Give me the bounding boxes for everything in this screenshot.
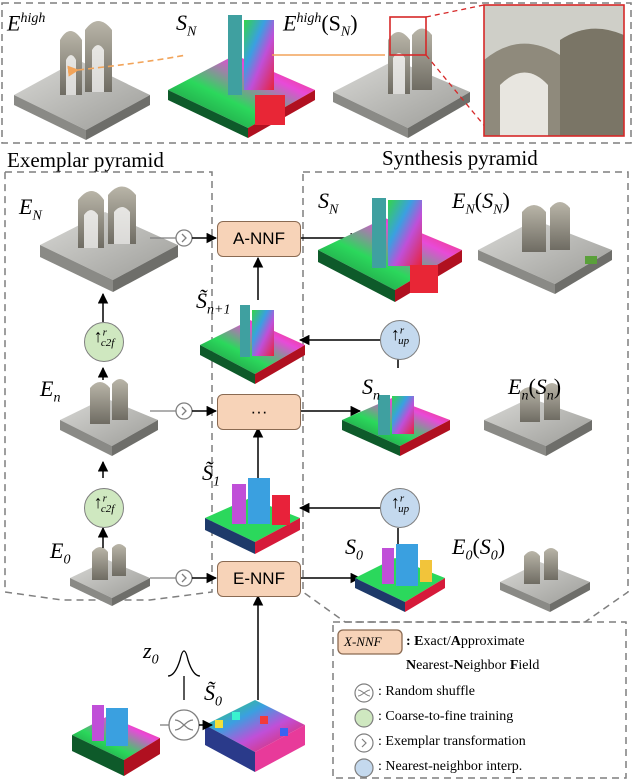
legend-interp-icon [354,758,374,778]
intermediate-thumb-0 [205,700,305,772]
synth-result-label-N: EN(SN) [452,188,510,218]
transform-icon-top [150,229,218,247]
exemplar-pyramid-title: Exemplar pyramid [7,148,164,172]
noise-curve [167,650,201,677]
up-label-lower: ↑rup [390,492,410,516]
label-exemplar-high: Ehigh [7,10,46,36]
intermediate-thumb-1 [205,478,300,554]
c2f-operator-upper [84,322,124,362]
exemplar-label-N: EN [19,194,42,224]
legend-transform-icon [354,733,374,753]
label-result-top: Ehigh(SN) [283,10,358,40]
intermediate-label-0: S̃0 [204,680,222,710]
transform-icon-mid [150,402,218,420]
legend-frame [332,621,627,779]
top-synth-thumb [168,15,315,138]
zoom-region-box [389,16,427,56]
top-dashed-arrow [67,54,187,77]
synth-thumb-n [318,198,462,302]
legend-c2f: : Coarse-to-fine training [378,709,514,724]
legend-nnf-line1: : Exact/Approximate [406,634,525,649]
intermediate-thumb-n1 [200,305,305,384]
synth-result-label-0: E0(S0) [452,534,506,564]
synth-thumb-n-small [342,395,450,456]
legend-nnf-swatch [337,629,403,655]
legend-shuffle: : Random shuffle [378,684,475,699]
legend-nnf-line2: Nearest-Neighbor Field [406,658,540,673]
legend-transform: : Exemplar transformation [378,734,526,749]
source-thumb [72,705,160,776]
exemplar-thumb-0 [70,544,150,606]
intermediate-label-1: S̃1 [202,460,220,490]
synth-result-label-n: En(Sn) [508,374,562,404]
exemplar-thumb-n [60,379,158,456]
ellipsis-box: ··· [217,394,301,430]
synth-result-thumb-n [478,202,612,294]
c2f-label-upper: ↑rc2f [93,326,115,350]
a-nnf-box: A-NNF [217,221,301,257]
top-strip-frame [1,2,632,144]
transform-icon-bottom [150,569,218,587]
synth-result-thumb-0 [500,548,590,612]
synth-label-N: SN [318,188,339,218]
legend-nnf-key: X-NNF [344,634,382,649]
intermediate-label-n1: S̃n+1 [196,288,231,318]
synthesis-pyramid-title: Synthesis pyramid [382,146,538,170]
legend-c2f-icon [354,708,374,728]
exemplar-thumb-n-big [40,186,178,292]
up-label-upper: ↑rup [390,324,410,348]
up-operator-upper [380,320,420,360]
c2f-label-lower: ↑rc2f [93,492,115,516]
e-nnf-box: E-NNF [217,561,301,597]
exemplar-pyramid-frame [4,171,213,601]
exemplar-label-0: E0 [50,538,71,568]
top-result-thumb [333,28,470,138]
up-operator-lower [380,488,420,528]
synth-thumb-0 [355,544,445,612]
synth-label-n: Sn [362,374,380,404]
zoom-inset [483,4,625,137]
exemplar-label-n: En [40,376,61,406]
noise-label: z0 [143,638,159,668]
top-exemplar-thumb [14,21,150,140]
synth-result-thumb-n-small [484,383,592,456]
synth-label-0: S0 [345,534,363,564]
label-synth-top: SN [176,10,197,40]
c2f-operator-lower [84,488,124,528]
legend-interp: : Nearest-neighbor interp. [378,759,523,774]
